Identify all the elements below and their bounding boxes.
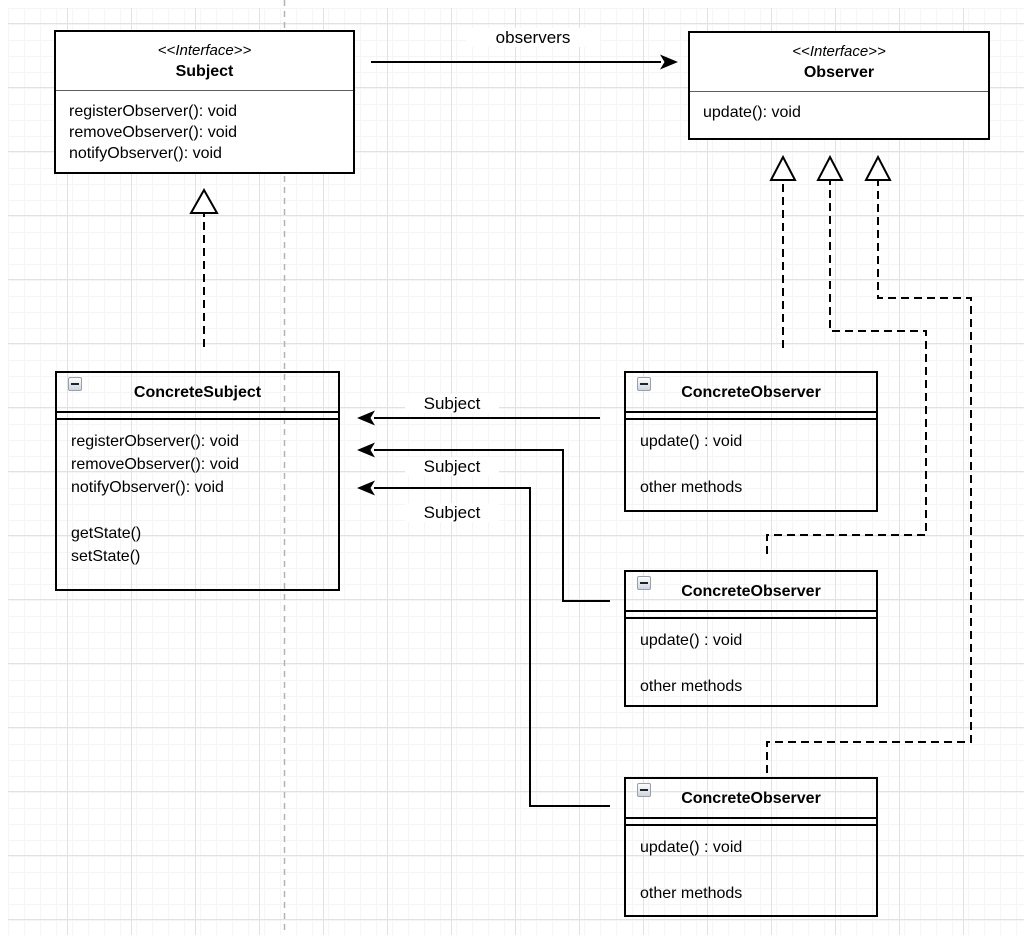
class-header: ConcreteObserver xyxy=(626,779,876,819)
method-line: update(): void xyxy=(703,104,801,121)
method-line: update() : void xyxy=(640,839,743,856)
method-line: update() : void xyxy=(640,433,743,450)
method-line: getState() xyxy=(71,525,142,542)
class-name: Observer xyxy=(803,63,875,81)
edge-subject-association-2[interactable] xyxy=(357,442,610,602)
edge-label-subject-3[interactable]: Subject xyxy=(405,503,499,522)
method-line: other methods xyxy=(640,479,743,496)
header-separator xyxy=(626,612,876,619)
class-box-concreteobserver-1[interactable]: ConcreteObserver update() : void other m… xyxy=(624,371,878,512)
class-name: ConcreteObserver xyxy=(681,789,821,807)
edge-subject-association-1[interactable] xyxy=(357,410,600,426)
method-line: registerObserver(): void xyxy=(69,103,238,120)
stereotype-label: <<Interface>> xyxy=(157,41,252,59)
method-line xyxy=(71,502,324,525)
collapse-button[interactable] xyxy=(68,377,82,391)
method-line: registerObserver(): void xyxy=(71,433,240,450)
edge-realization-concreteobserver-3[interactable] xyxy=(766,154,972,773)
collapse-button[interactable] xyxy=(637,377,651,391)
arrowhead-left-icon xyxy=(357,410,375,426)
class-box-concreteobserver-2[interactable]: ConcreteObserver update() : void other m… xyxy=(624,570,878,707)
arrowhead-left-icon xyxy=(357,480,375,496)
class-box-concreteobserver-3[interactable]: ConcreteObserver update() : void other m… xyxy=(624,777,878,917)
class-name: Subject xyxy=(175,62,234,80)
method-line: update() : void xyxy=(640,632,743,649)
class-header: ConcreteObserver xyxy=(626,373,876,413)
method-line: other methods xyxy=(640,678,743,695)
class-box-observer-interface[interactable]: <<Interface>> Observer update(): void xyxy=(688,31,990,140)
edge-observers-association[interactable] xyxy=(371,54,678,70)
class-methods: update() : void other methods xyxy=(626,619,876,701)
class-name: ConcreteObserver xyxy=(681,383,821,401)
hollow-triangle-icon xyxy=(769,154,797,181)
method-line: setState() xyxy=(71,548,141,565)
edge-realization-concreteobserver-1[interactable] xyxy=(769,154,797,348)
edge-realization-concretesubject[interactable] xyxy=(189,187,219,347)
collapse-button[interactable] xyxy=(637,576,651,590)
method-line: notifyObserver(): void xyxy=(71,479,224,496)
hollow-triangle-icon xyxy=(189,187,219,214)
class-header: ConcreteSubject xyxy=(57,373,338,413)
method-line: removeObserver(): void xyxy=(71,456,240,473)
collapse-button[interactable] xyxy=(637,783,651,797)
class-header: <<Interface>> Subject xyxy=(56,32,353,91)
method-line: removeObserver(): void xyxy=(69,124,238,141)
arrowhead-right-icon xyxy=(660,54,678,70)
edge-subject-association-3[interactable] xyxy=(357,480,610,807)
class-methods: update() : void other methods xyxy=(626,420,876,502)
method-line xyxy=(640,862,862,885)
header-separator xyxy=(626,413,876,420)
edge-realization-concreteobserver-2[interactable] xyxy=(766,154,927,554)
minus-icon xyxy=(640,383,648,385)
hollow-triangle-icon xyxy=(864,154,892,181)
class-methods: update(): void xyxy=(690,92,988,125)
method-line: other methods xyxy=(640,885,743,902)
arrowhead-left-icon xyxy=(357,442,375,458)
class-name: ConcreteObserver xyxy=(681,582,821,600)
class-header: <<Interface>> Observer xyxy=(690,33,988,92)
class-box-concretesubject[interactable]: ConcreteSubject registerObserver(): void… xyxy=(55,371,340,591)
header-separator xyxy=(626,819,876,826)
minus-icon xyxy=(71,383,79,385)
edge-label-subject-2[interactable]: Subject xyxy=(405,457,499,476)
method-line xyxy=(640,456,862,479)
method-line xyxy=(640,655,862,678)
edge-label-observers[interactable]: observers xyxy=(466,28,600,47)
class-header: ConcreteObserver xyxy=(626,572,876,612)
stereotype-label: <<Interface>> xyxy=(792,42,886,60)
class-methods: registerObserver(): void removeObserver(… xyxy=(56,91,353,166)
class-methods: registerObserver(): void removeObserver(… xyxy=(57,420,338,571)
minus-icon xyxy=(640,582,648,584)
minus-icon xyxy=(640,789,648,791)
class-name: ConcreteSubject xyxy=(133,383,262,401)
hollow-triangle-icon xyxy=(816,154,844,181)
class-box-subject-interface[interactable]: <<Interface>> Subject registerObserver()… xyxy=(54,30,355,174)
header-separator xyxy=(57,413,338,420)
class-methods: update() : void other methods xyxy=(626,826,876,908)
method-line: notifyObserver(): void xyxy=(69,145,222,162)
edge-label-subject-1[interactable]: Subject xyxy=(405,394,499,413)
